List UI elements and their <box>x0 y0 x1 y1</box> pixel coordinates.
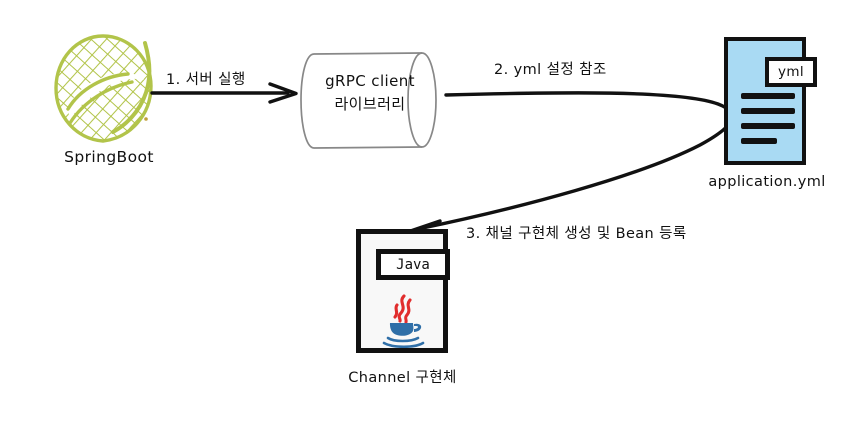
doc-text-line <box>741 108 795 114</box>
grpc-library-line-1: gRPC client <box>325 72 415 90</box>
doc-text-line <box>741 138 777 144</box>
springboot-logo-icon <box>52 33 156 145</box>
java-cup-logo-icon <box>377 292 429 349</box>
doc-text-line <box>741 93 795 99</box>
grpc-library-line-2: 라이브러리 <box>334 95 406 113</box>
doc-text-line <box>741 123 795 129</box>
grpc-client-library-text: gRPC client 라이브러리 <box>300 70 440 116</box>
edge-label-step-2: 2. yml 설정 참조 <box>494 62 607 78</box>
springboot-label: SpringBoot <box>64 148 154 166</box>
yml-file-tag: yml <box>765 57 817 87</box>
edge-label-step-1: 1. 서버 실행 <box>166 72 246 88</box>
arrow-step-2-3 <box>410 91 734 242</box>
java-file-tag: Java <box>376 249 450 280</box>
application-yml-label: application.yml <box>708 174 826 190</box>
channel-impl-label: Channel 구현체 <box>348 370 457 386</box>
edge-label-step-3: 3. 채널 구현체 생성 및 Bean 등록 <box>466 226 687 242</box>
